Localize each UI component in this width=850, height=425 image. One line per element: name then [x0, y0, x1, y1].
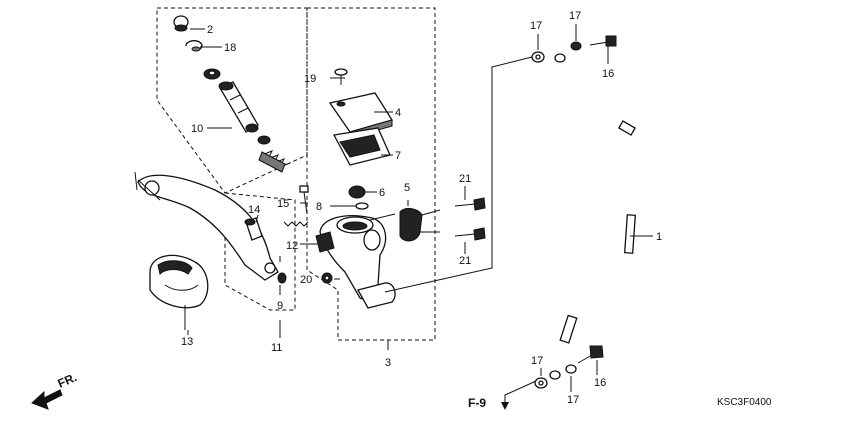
callout-16-lower: 16 [594, 377, 606, 389]
switch-12 [283, 221, 335, 253]
callout-19: 19 [304, 73, 316, 85]
washer-17-a [531, 51, 545, 63]
callout-21-upper: 21 [459, 173, 471, 185]
ring-8 [355, 202, 369, 210]
holder-5 [399, 207, 441, 242]
front-direction-label: FR. [56, 370, 79, 391]
callout-21-lower: 21 [459, 255, 471, 267]
callout-12: 12 [286, 240, 298, 252]
group-outline-master-cylinder [306, 7, 436, 341]
washer [203, 68, 221, 80]
washer-17-d [565, 364, 577, 374]
diagram-code: KSC3F0400 [717, 397, 772, 408]
pivot-bolt-14 [244, 217, 263, 241]
plate-diaphragm-7 [332, 127, 391, 166]
callout-17-top-left: 17 [530, 20, 542, 32]
callout-11: 11 [271, 342, 282, 354]
callout-10: 10 [191, 123, 203, 135]
cup [257, 135, 271, 145]
spring [258, 150, 291, 173]
washer-17-c [534, 377, 548, 389]
callout-2: 2 [207, 24, 213, 36]
callout-5: 5 [404, 182, 410, 194]
float-6 [348, 185, 366, 199]
master-cylinder-3 [319, 215, 396, 309]
callout-6: 6 [379, 187, 385, 199]
piston-10 [218, 81, 259, 133]
callout-9: 9 [277, 300, 283, 312]
callout-14: 14 [248, 204, 260, 216]
reference-label: F-9 [468, 396, 486, 410]
callout-13: 13 [181, 336, 193, 348]
front-direction-arrow-icon [31, 389, 63, 410]
callout-17-bottom-right: 17 [567, 394, 579, 406]
group-outline-lever [224, 192, 296, 311]
screw-15 [299, 185, 309, 215]
bolt-16-lower [577, 345, 604, 364]
brake-hose-1 [549, 53, 640, 380]
callout-3: 3 [385, 357, 391, 369]
callout-1: 1 [656, 231, 662, 243]
cover-13 [149, 254, 209, 330]
bolt-16-upper [589, 35, 617, 47]
callout-7: 7 [395, 150, 401, 162]
callout-8: 8 [316, 201, 322, 213]
brake-lever [134, 171, 279, 281]
nut-9 [277, 272, 287, 284]
leader-lines [187, 24, 653, 410]
callout-18: 18 [224, 42, 236, 54]
callout-15: 15 [277, 198, 289, 210]
bolt-21-upper [454, 197, 486, 211]
callout-16-upper: 16 [602, 68, 614, 80]
callout-20: 20 [300, 274, 312, 286]
boot-2 [173, 15, 189, 32]
screw-20 [321, 272, 333, 284]
screw-19 [334, 68, 348, 85]
circlip-18 [185, 40, 203, 52]
callout-17-top-right: 17 [569, 10, 581, 22]
callout-4: 4 [395, 107, 401, 119]
callout-17-bottom-left: 17 [531, 355, 543, 367]
bolt-21-lower [454, 227, 486, 241]
washer-17-b [570, 41, 582, 51]
